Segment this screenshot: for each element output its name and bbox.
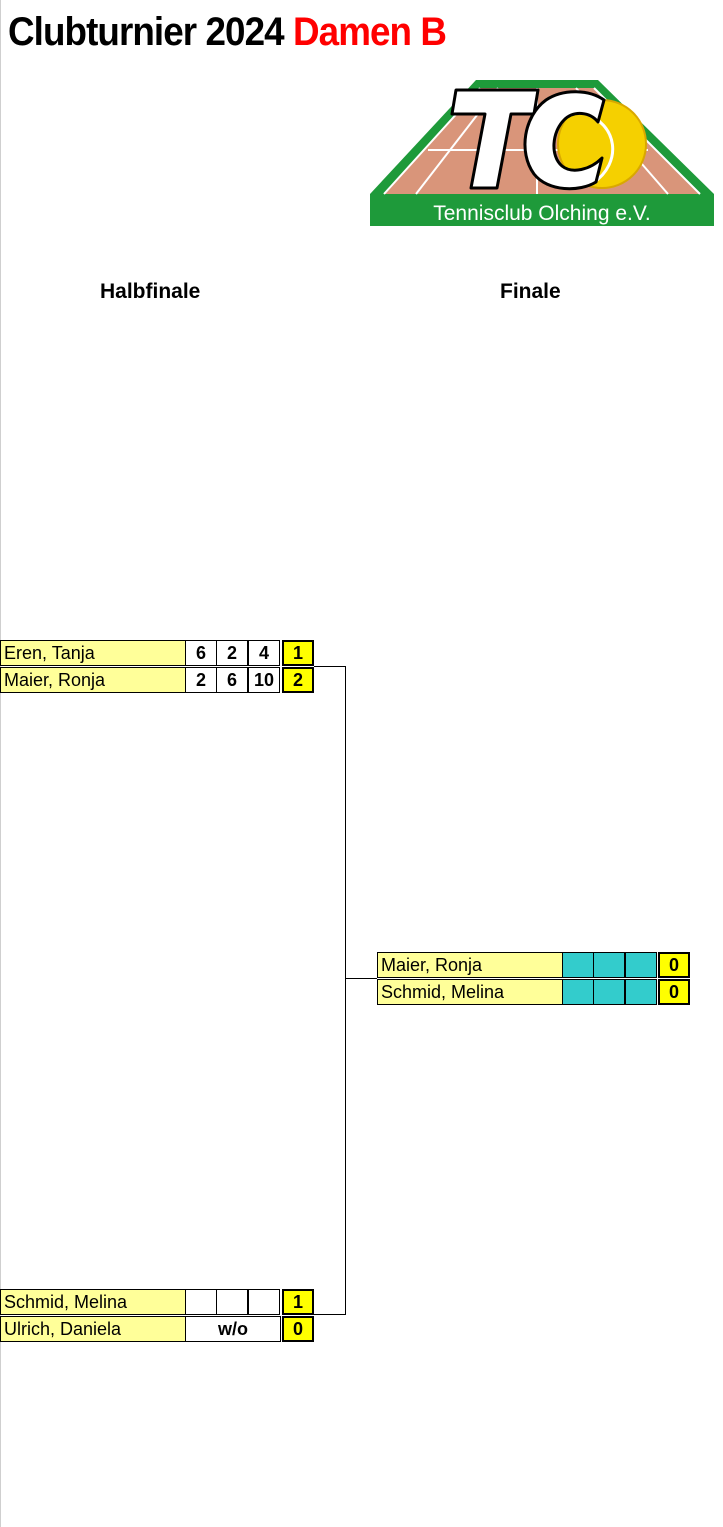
set-score: 4 [248,640,280,666]
player-row: Schmid, Melina 0 [377,979,693,1005]
set-score [562,979,594,1005]
set-score [248,1289,280,1315]
set-score [625,952,657,978]
sheet-border [0,0,1,1527]
match-semifinal-1: Eren, Tanja 6 2 4 1 Maier, Ronja 2 6 10 … [0,640,316,694]
set-score: 2 [185,667,217,693]
sets-won: 2 [282,667,314,693]
set-score [185,1289,217,1315]
bracket-line [314,1314,346,1315]
sets-won: 1 [282,640,314,666]
title-category: Damen B [292,10,447,54]
club-logo: Tennisclub Olching e.V. [370,80,714,226]
player-name: Schmid, Melina [0,1289,186,1315]
player-name: Eren, Tanja [0,640,186,666]
set-score [216,1289,248,1315]
player-name: Maier, Ronja [377,952,563,978]
set-score: 10 [248,667,280,693]
round-label-final: Finale [500,280,561,303]
player-row: Eren, Tanja 6 2 4 1 [0,640,316,666]
match-final: Maier, Ronja 0 Schmid, Melina 0 [377,952,693,1006]
set-score [593,979,625,1005]
sets-won: 0 [282,1316,314,1342]
sets-won: 0 [658,952,690,978]
bracket-line [345,978,377,979]
player-name: Schmid, Melina [377,979,563,1005]
player-name: Maier, Ronja [0,667,186,693]
page-title: Clubturnier 2024 Damen B [8,6,447,58]
set-score: 6 [185,640,217,666]
player-row: Schmid, Melina 1 [0,1289,316,1315]
sets-won: 0 [658,979,690,1005]
bracket-line [345,666,346,1315]
set-score [625,979,657,1005]
title-main: Clubturnier 2024 [8,10,285,54]
walkover-label: w/o [185,1316,281,1342]
club-name: Tennisclub Olching e.V. [433,202,651,225]
player-name: Ulrich, Daniela [0,1316,186,1342]
sets-won: 1 [282,1289,314,1315]
round-label-semifinal: Halbfinale [100,280,201,303]
set-score: 6 [216,667,248,693]
set-score: 2 [216,640,248,666]
player-row: Maier, Ronja 2 6 10 2 [0,667,316,693]
set-score [593,952,625,978]
player-row: Maier, Ronja 0 [377,952,693,978]
player-row: Ulrich, Daniela w/o 0 [0,1316,316,1342]
set-score [562,952,594,978]
bracket-line [314,666,346,667]
match-semifinal-2: Schmid, Melina 1 Ulrich, Daniela w/o 0 [0,1289,316,1343]
